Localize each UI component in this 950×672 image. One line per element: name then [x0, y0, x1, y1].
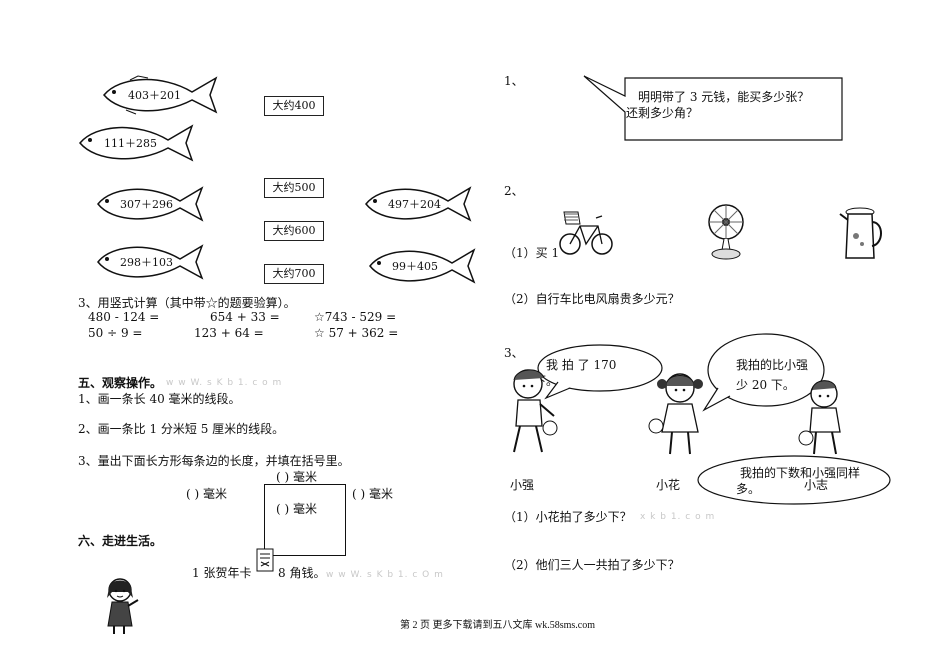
- page-footer: 第 2 页 更多下载请到五八文库 wk.58sms.com: [400, 620, 595, 631]
- fish-6-expr: 99＋405: [392, 260, 438, 273]
- fish-4-icon: [365, 186, 472, 222]
- p3-q2: （2）他们三人一共拍了多少下？: [504, 558, 680, 572]
- fish-5-icon: [97, 244, 204, 280]
- q3-r1-c: ☆743 - 529 =: [314, 310, 397, 324]
- speech-bubble-b: [698, 330, 828, 417]
- bubble-b-line2: 少 20 下。: [736, 378, 795, 392]
- fish-3-expr: 307＋296: [120, 198, 173, 211]
- fish-1: 403＋201: [100, 72, 220, 118]
- measure-rectangle: [264, 484, 346, 556]
- card-text-right: 8 角钱。: [278, 566, 326, 580]
- q3-r1-b: 654 + 33 =: [210, 310, 280, 324]
- name-xiaoqiang: 小强: [510, 478, 535, 492]
- section-5-title: 五、观察操作。: [78, 376, 163, 390]
- p2-q2: （2）自行车比电风扇贵多少元？: [504, 292, 680, 306]
- fish-2-icon: [79, 124, 194, 162]
- sec5-q3: 3、量出下面长方形每条边的长度，并填在括号里。: [78, 454, 350, 468]
- watermark-1: w w W. s K b 1. c o m: [166, 378, 283, 388]
- fish-2-expr: 111＋285: [104, 137, 157, 150]
- bubble-c-line1: 我拍的下数和小强同样: [740, 466, 861, 480]
- watermark-3: x k b 1. c o m: [640, 512, 716, 522]
- p2-q1: （1）买 1: [504, 246, 560, 260]
- fish-3-icon: [97, 186, 204, 222]
- estimate-box-600[interactable]: 大约600: [264, 221, 324, 241]
- sec5-q2: 2、画一条比 1 分米短 5 厘米的线段。: [78, 422, 285, 436]
- fish-2: 111＋285: [76, 120, 196, 166]
- p1-number: 1、: [504, 74, 524, 88]
- q3-title: 3、用竖式计算（其中带☆的题要验算）。: [78, 296, 296, 310]
- estimate-box-500[interactable]: 大约500: [264, 178, 324, 198]
- electric-kettle-image: [838, 204, 888, 267]
- speech-bubble-1: [580, 68, 850, 147]
- p1-bubble-line2: 还剩多少角？: [626, 106, 699, 120]
- kid-xiaoqiang: [502, 362, 568, 461]
- q3-r2-b: 123 + 64 =: [194, 326, 264, 340]
- bubble-a-line1: 我 拍 了 170: [546, 358, 617, 372]
- name-xiaozhi: 小志: [804, 478, 829, 492]
- p3-number: 3、: [504, 346, 524, 360]
- name-xiaohua: 小花: [656, 478, 681, 492]
- speech-bubble-c-shape: [697, 455, 891, 505]
- fish-3: 307＋296: [94, 182, 206, 226]
- sec5-q1: 1、画一条长 40 毫米的线段。: [78, 392, 241, 406]
- bicycle-icon: [559, 211, 613, 255]
- fish-6: 99＋405: [366, 244, 478, 288]
- fish-5: 298＋103: [94, 240, 206, 284]
- kid-xiaozhi: [794, 374, 860, 461]
- kid-xiaohua: [646, 366, 718, 461]
- speech-bubble-a-shape: [537, 344, 663, 400]
- q3-r2-a: 50 ÷ 9 =: [88, 326, 143, 340]
- bubble-b-line1: 我拍的比小强: [736, 358, 809, 372]
- fish-4: 497＋204: [362, 182, 474, 226]
- fish-1-icon: [103, 75, 218, 115]
- girl-icon: [107, 578, 139, 634]
- section-6-title: 六、走进生活。: [78, 534, 163, 548]
- speech-bubble-b-shape: [702, 333, 825, 412]
- p1-bubble-line1: 明明带了 3 元钱，能买多少张？: [638, 90, 810, 104]
- fan-icon: [708, 204, 744, 260]
- girl-figure: [102, 576, 142, 639]
- fish-5-expr: 298＋103: [120, 256, 173, 269]
- speech-bubble-c: [694, 452, 894, 511]
- bicycle-image: [558, 196, 614, 265]
- electric-fan-image: [706, 202, 746, 265]
- q3-r1-a: 480 - 124 =: [88, 310, 160, 324]
- fish-1-expr: 403＋201: [128, 89, 181, 102]
- p2-number: 2、: [504, 184, 524, 198]
- fish-6-icon: [369, 248, 476, 284]
- estimate-box-700[interactable]: 大约700: [264, 264, 324, 284]
- kettle-icon: [839, 207, 882, 259]
- greeting-card: [256, 548, 274, 575]
- rect-left-blank[interactable]: ( ) 毫米: [186, 487, 227, 501]
- boy-with-ball-icon: [798, 380, 841, 455]
- speech-bubble-1-shape: [583, 75, 843, 141]
- fish-4-expr: 497＋204: [388, 198, 441, 211]
- rect-top-blank[interactable]: ( ) 毫米: [276, 470, 317, 484]
- greeting-card-icon: [256, 548, 274, 572]
- boy-bouncing-ball-icon: [513, 369, 558, 453]
- watermark-2: w w W. s K b 1. c O m: [326, 570, 444, 580]
- speech-bubble-a: [506, 342, 666, 415]
- rect-inner-blank[interactable]: ( ) 毫米: [276, 502, 317, 516]
- card-text-left: 1 张贺年卡: [192, 566, 252, 580]
- bubble-c-line2: 多。: [736, 482, 761, 496]
- girl-bouncing-ball-icon: [648, 373, 703, 455]
- rect-right-blank[interactable]: ( ) 毫米: [352, 487, 393, 501]
- p3-q1: （1）小花拍了多少下？: [504, 510, 632, 524]
- estimate-box-400[interactable]: 大约400: [264, 96, 324, 116]
- q3-r2-c: ☆ 57 + 362 =: [314, 326, 399, 340]
